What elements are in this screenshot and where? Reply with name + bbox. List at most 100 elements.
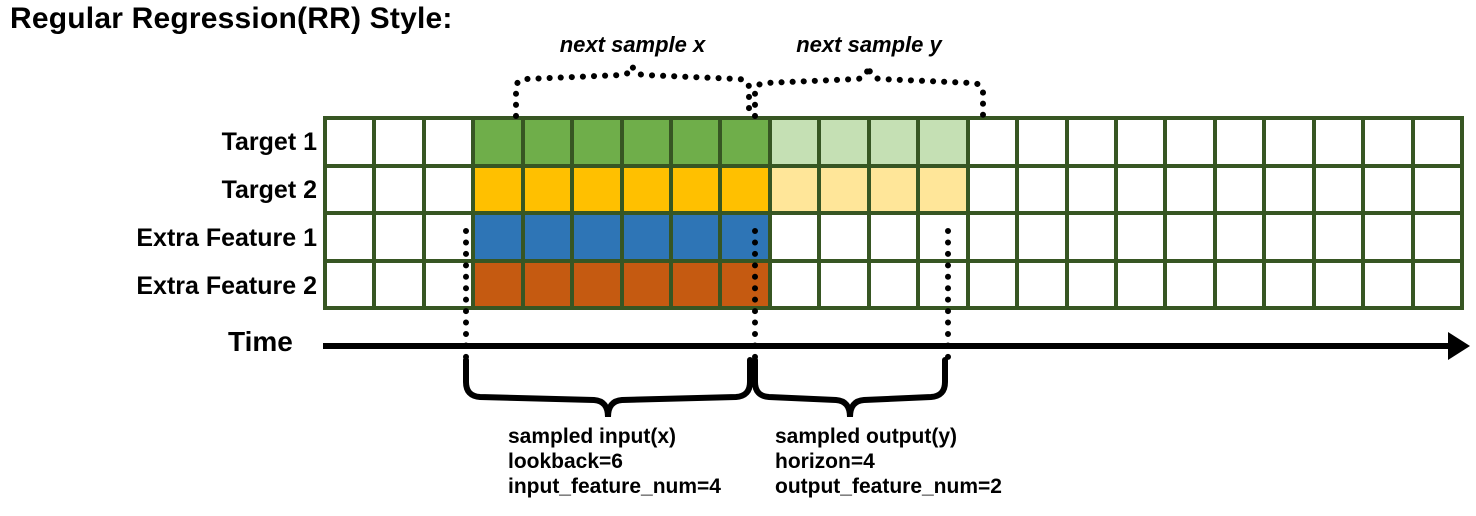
- grid-cell-r2-c12: [920, 215, 966, 259]
- grid-cell-r3-c10: [821, 262, 867, 306]
- grid-cell-r1-c10: [821, 167, 867, 211]
- time-axis-label: Time: [228, 326, 293, 357]
- input-line-3: input_feature_num=4: [508, 475, 721, 498]
- grid-cell-r1-c19: [1266, 167, 1312, 211]
- grid-cell-r1-c5: [574, 167, 620, 211]
- grid-cell-r3-c11: [870, 262, 917, 306]
- grid-cell-r0-c17: [1167, 120, 1213, 164]
- input-line-1: sampled input(x): [508, 425, 677, 448]
- grid-cell-r1-c12: [920, 167, 966, 211]
- grid-cell-r1-c15: [1068, 167, 1114, 211]
- grid-cell-r2-c19: [1266, 215, 1312, 259]
- top-brace-label-y: next sample y: [796, 32, 942, 57]
- grid-cell-r2-c7: [673, 215, 719, 259]
- grid-cell-r0-c3: [475, 120, 521, 164]
- bottom-brace-sampled-input: [463, 357, 753, 418]
- input-line-2: lookback=6: [508, 450, 623, 473]
- grid-cell-r0-c9: [771, 120, 818, 164]
- bottom-brace-text-output: sampled output(y) horizon=4 output_featu…: [775, 424, 1002, 499]
- top-brace-next-sample-y: next sample y: [752, 32, 986, 119]
- grid-cell-r0-c12: [920, 120, 966, 164]
- grid-cell-r0-c14: [1019, 120, 1065, 164]
- grid-cell-r1-c14: [1019, 167, 1065, 211]
- grid-cell-r1-c16: [1117, 167, 1164, 211]
- top-brace-next-sample-x: next sample x: [513, 32, 752, 119]
- grid-cell-r3-c18: [1216, 262, 1263, 306]
- grid-cell-r0-c22: [1414, 120, 1460, 164]
- grid-cell-r3-c4: [524, 262, 571, 306]
- grid-cell-r2-c22: [1414, 215, 1460, 259]
- grid-cell-r2-c9: [771, 215, 818, 259]
- grid-cell-r1-c2: [425, 167, 472, 211]
- grid-cell-r0-c7: [673, 120, 719, 164]
- grid-cell-r3-c3: [475, 262, 521, 306]
- output-line-3: output_feature_num=2: [775, 475, 1002, 498]
- top-brace-label-x: next sample x: [559, 32, 706, 57]
- grid-cell-r2-c8: [722, 215, 768, 259]
- output-line-1: sampled output(y): [775, 425, 957, 448]
- grid-cell-r3-c20: [1315, 262, 1362, 306]
- grid-cell-r1-c17: [1167, 167, 1213, 211]
- grid-cell-r0-c13: [969, 120, 1016, 164]
- row-label-target-1: Target 1: [221, 128, 317, 156]
- grid-cell-r2-c14: [1019, 215, 1065, 259]
- grid-cell-r1-c0: [327, 167, 373, 211]
- grid-cell-r2-c21: [1365, 215, 1411, 259]
- grid-cell-r2-c3: [475, 215, 521, 259]
- grid-cell-r0-c5: [574, 120, 620, 164]
- page-title: Regular Regression(RR) Style:: [10, 2, 453, 35]
- grid-cell-r1-c18: [1216, 167, 1263, 211]
- bottom-brace-text-input: sampled input(x) lookback=6 input_featur…: [508, 424, 721, 499]
- grid-cell-r0-c19: [1266, 120, 1312, 164]
- grid-cell-r0-c8: [722, 120, 768, 164]
- grid-cell-r0-c6: [623, 120, 670, 164]
- grid-cell-r1-c4: [524, 167, 571, 211]
- grid-cell-r1-c22: [1414, 167, 1460, 211]
- grid-cell-r1-c1: [376, 167, 422, 211]
- grid-cell-r1-c6: [623, 167, 670, 211]
- grid-cell-r2-c6: [623, 215, 670, 259]
- output-line-2: horizon=4: [775, 450, 875, 473]
- timeseries-grid: [323, 116, 1464, 310]
- grid-cell-r1-c8: [722, 167, 768, 211]
- grid-cell-r3-c16: [1117, 262, 1164, 306]
- grid-cell-r1-c11: [870, 167, 917, 211]
- grid-cell-r3-c14: [1019, 262, 1065, 306]
- bottom-brace-sampled-output: [752, 357, 948, 418]
- guide-input-start: [463, 228, 469, 360]
- grid-cell-r3-c5: [574, 262, 620, 306]
- grid-cell-r0-c11: [870, 120, 917, 164]
- grid-cell-r1-c21: [1365, 167, 1411, 211]
- row-label-extra-feature-2: Extra Feature 2: [136, 272, 317, 300]
- grid-cell-r2-c11: [870, 215, 917, 259]
- grid-cell-r2-c15: [1068, 215, 1114, 259]
- time-axis-arrow-icon: [1448, 332, 1470, 360]
- grid-cell-r3-c15: [1068, 262, 1114, 306]
- grid-cell-r2-c13: [969, 215, 1016, 259]
- grid-cell-r3-c9: [771, 262, 818, 306]
- grid-cell-r2-c5: [574, 215, 620, 259]
- guide-input-end: [752, 228, 758, 360]
- grid-cell-r3-c17: [1167, 262, 1213, 306]
- grid-cell-r2-c10: [821, 215, 867, 259]
- grid-cell-r2-c20: [1315, 215, 1362, 259]
- grid-cell-r3-c1: [376, 262, 422, 306]
- row-label-target-2: Target 2: [221, 176, 317, 204]
- grid-cell-r3-c22: [1414, 262, 1460, 306]
- grid-cell-r1-c13: [969, 167, 1016, 211]
- guide-output-end: [945, 228, 951, 360]
- grid-cell-r3-c13: [969, 262, 1016, 306]
- grid-cell-r3-c0: [327, 262, 373, 306]
- grid-cell-r3-c7: [673, 262, 719, 306]
- grid-cell-r2-c17: [1167, 215, 1213, 259]
- grid-cell-r0-c0: [327, 120, 373, 164]
- grid-cell-r1-c3: [475, 167, 521, 211]
- grid-cell-r2-c18: [1216, 215, 1263, 259]
- grid-cell-r0-c10: [821, 120, 867, 164]
- grid-cell-r3-c21: [1365, 262, 1411, 306]
- grid-cell-r0-c20: [1315, 120, 1362, 164]
- grid-cell-r2-c1: [376, 215, 422, 259]
- grid-cell-r1-c7: [673, 167, 719, 211]
- grid-cell-r2-c0: [327, 215, 373, 259]
- grid-cell-r1-c9: [771, 167, 818, 211]
